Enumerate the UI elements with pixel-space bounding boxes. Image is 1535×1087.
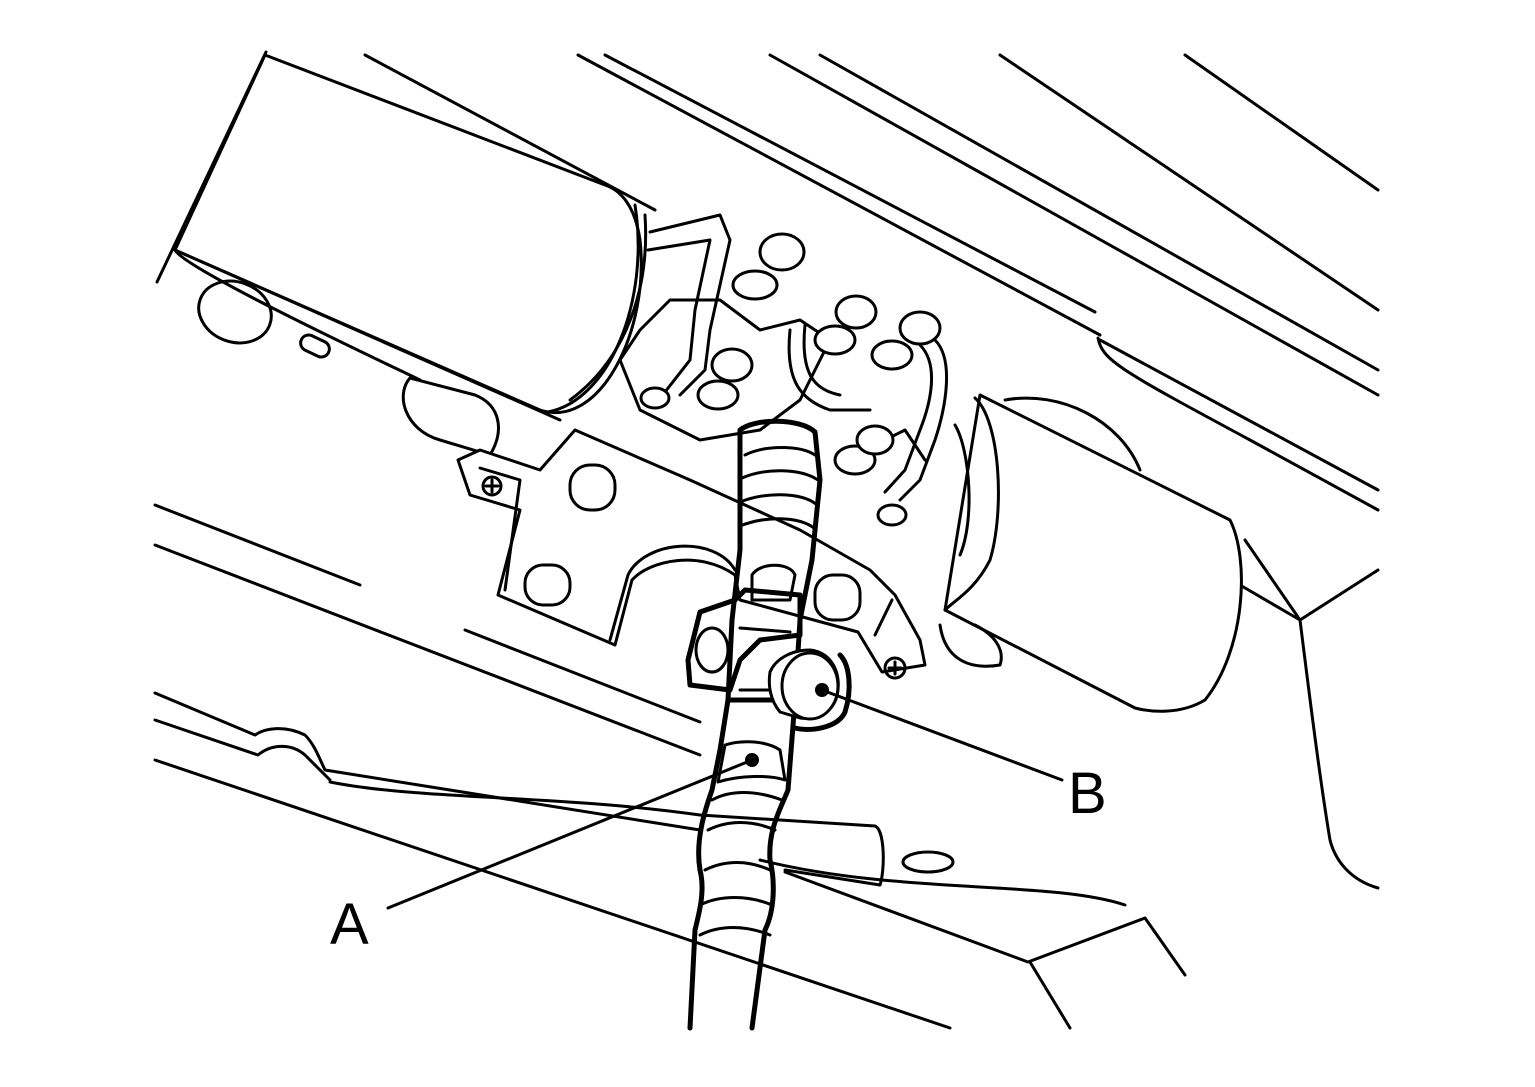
right-cylinder: [938, 393, 1243, 713]
callout-label-b: B: [1068, 761, 1107, 826]
mounting-bracket: [456, 428, 927, 680]
leader-line-b: [820, 688, 1064, 782]
fitting-cap: [833, 424, 895, 476]
fitting-cap: [813, 294, 878, 356]
quick-connector: [685, 418, 823, 703]
leader-dot-b: [815, 683, 829, 697]
retainer-clip: [767, 648, 852, 732]
right-frame: [1238, 538, 1380, 890]
fitting-cap: [870, 310, 942, 371]
left-cylinder: [173, 53, 648, 414]
leader-dot-a: [745, 753, 759, 767]
leader-line-a: [386, 758, 754, 910]
upper-body-panel: [363, 53, 1380, 512]
leader-lines: [386, 683, 1064, 910]
fitting-cap: [731, 232, 806, 301]
fitting-caps: [696, 232, 942, 476]
fitting-cap: [696, 347, 754, 411]
callout-label-a: A: [330, 892, 369, 957]
lower-panel: [153, 691, 1187, 1030]
